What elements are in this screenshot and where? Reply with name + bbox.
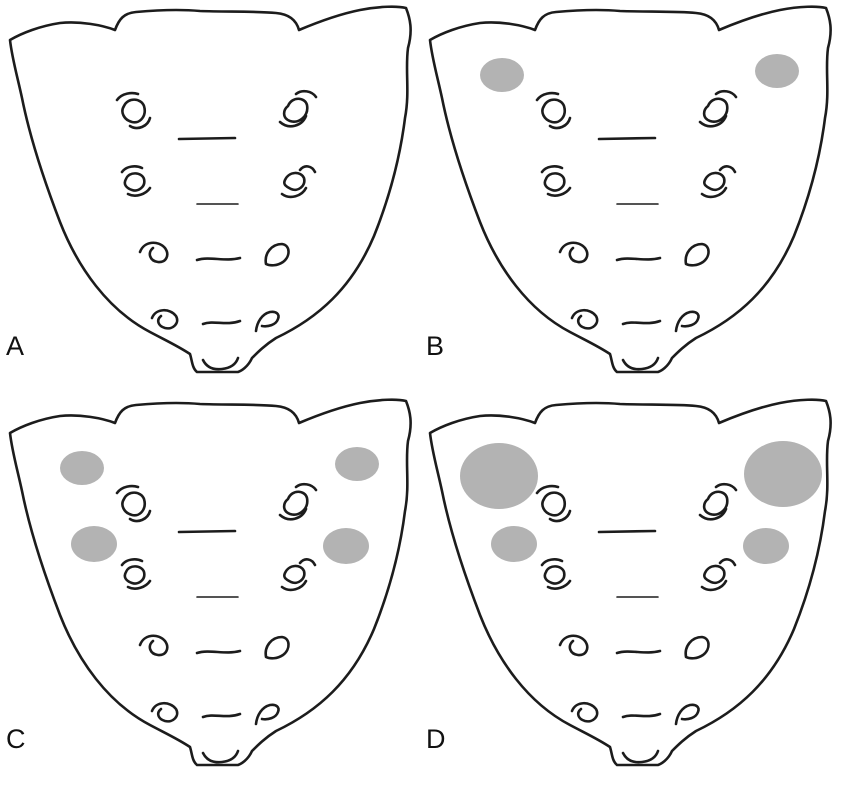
- sacrum-outline: [10, 7, 411, 372]
- panel-c: C: [0, 393, 420, 786]
- implant-left-upper: [480, 58, 524, 92]
- implant-right-upper: [755, 54, 799, 88]
- midline-ridge-1: [599, 531, 655, 532]
- implant-right-upper: [744, 441, 822, 507]
- implant-right-lower: [323, 528, 369, 564]
- panel-d: D: [420, 393, 840, 786]
- midline-ridge-1: [179, 531, 235, 532]
- sacrum-drawing: [420, 0, 840, 393]
- implant-left-upper: [60, 451, 104, 485]
- panel-label: A: [6, 333, 24, 360]
- panel-a: A: [0, 0, 420, 393]
- midline-ridge-3: [197, 258, 240, 260]
- sacrum-drawing: [420, 393, 840, 786]
- midline-ridge-3: [617, 258, 660, 260]
- panel-label: D: [426, 726, 446, 753]
- sacrum-drawing: [0, 0, 420, 393]
- implant-right-upper: [335, 447, 379, 481]
- implant-left-upper: [460, 443, 538, 509]
- implant-left-lower: [71, 526, 117, 562]
- panel-label: B: [426, 333, 444, 360]
- implant-right-lower: [743, 528, 789, 564]
- midline-ridge-3: [197, 651, 240, 653]
- panel-label: C: [6, 726, 26, 753]
- midline-ridge-1: [179, 138, 235, 139]
- panel-b: B: [420, 0, 840, 393]
- midline-ridge-1: [599, 138, 655, 139]
- implant-left-lower: [491, 526, 537, 562]
- midline-ridge-3: [617, 651, 660, 653]
- sacrum-drawing: [0, 393, 420, 786]
